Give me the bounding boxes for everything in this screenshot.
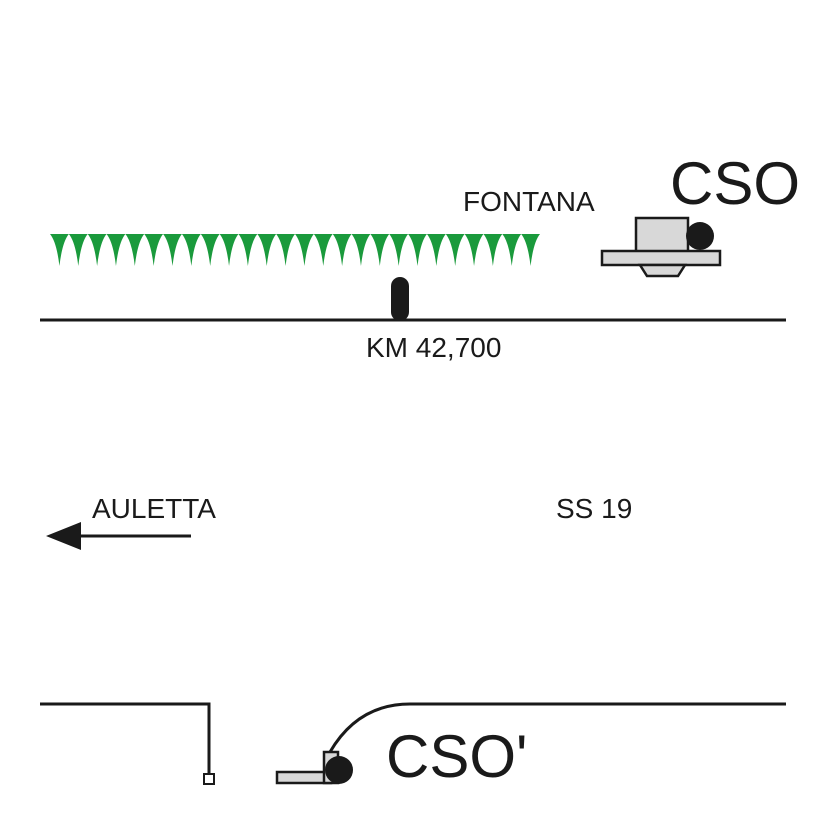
hedge-tree	[313, 234, 333, 266]
hedge-tree	[295, 234, 314, 266]
cso-bottom-label: CSO'	[386, 723, 527, 790]
hedge-tree	[68, 234, 88, 266]
km-label: KM 42,700	[366, 332, 501, 363]
hedge-tree	[351, 234, 371, 266]
hedge-tree	[389, 234, 409, 266]
hedge-tree	[144, 234, 164, 266]
hedge-tree	[426, 234, 446, 266]
building-icon-bottom	[275, 750, 353, 785]
hedge-tree	[276, 234, 295, 266]
road-name-label: SS 19	[556, 493, 632, 524]
hedge-tree	[370, 234, 390, 266]
road-edge-bottom-left	[40, 702, 211, 774]
hedge-tree	[464, 234, 484, 266]
fontana-label: FONTANA	[463, 186, 595, 217]
hedge-tree	[257, 234, 277, 266]
hedge-tree	[502, 234, 522, 266]
gate-post-icon	[203, 773, 215, 785]
hedge-tree	[87, 234, 107, 266]
auletta-label: AULETTA	[92, 493, 216, 524]
building-icon	[600, 216, 722, 278]
hedge-row-icon	[50, 234, 540, 266]
hedge-tree	[181, 234, 201, 266]
hedge-tree	[163, 234, 182, 266]
hedge-tree	[200, 234, 220, 266]
hedge-tree	[408, 234, 427, 266]
road-edge-bottom-right	[328, 702, 786, 753]
hedge-tree	[332, 234, 352, 266]
hedge-tree	[483, 234, 503, 266]
hedge-tree	[219, 234, 239, 266]
hedge-tree	[106, 234, 126, 266]
hedge-tree	[50, 234, 69, 266]
km-marker-icon	[391, 277, 409, 321]
arrow-left-icon	[46, 522, 191, 550]
hedge-tree	[521, 234, 540, 266]
hedge-tree	[125, 234, 145, 266]
hedge-tree	[238, 234, 258, 266]
hedge-tree	[445, 234, 465, 266]
cso-top-label: CSO	[670, 150, 800, 217]
